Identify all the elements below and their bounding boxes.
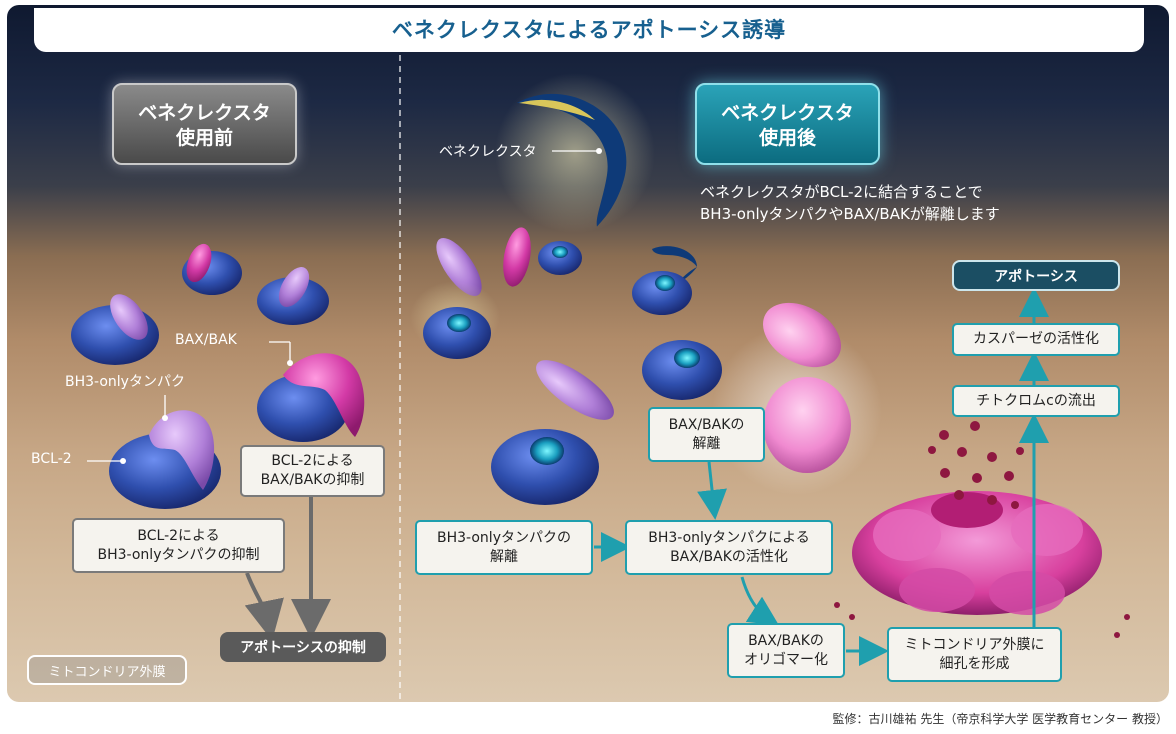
venclexta-drug [495,73,655,233]
bcl2-complex-small-2 [182,243,242,295]
baxbak-free-1 [503,227,531,287]
before-label-text: ベネクレクスタ 使用前 [138,102,271,149]
label-bh3-only: BH3-onlyタンパク [65,374,185,390]
after-description: ベネクレクスタがBCL-2に結合することで BH3-onlyタンパクやBAX/B… [700,183,1000,223]
label-bcl2: BCL-2 [31,451,72,467]
after-label-text: ベネクレクスタ 使用後 [721,102,854,149]
label-before-venclexta: ベネクレクスタ 使用前 [112,83,297,165]
arrow-left-1 [244,572,284,641]
mito-pore [852,491,1102,615]
box-pore-formation: ミトコンドリア外膜に 細孔を形成 [887,627,1062,682]
box-bcl2-inhibits-baxbak: BCL-2による BAX/BAKの抑制 [240,445,385,497]
bh3-free-2 [536,360,614,420]
bcl2-bound-5 [491,429,599,505]
bcl2-complex-bh3 [109,410,221,509]
diagram-stage: ベネクレクスタによるアポトーシス誘導 ベネクレクスタ 使用前 ベネクレクスタ 使… [7,5,1169,702]
illustration-layer [71,55,1130,702]
box-bh3-release: BH3-onlyタンパクの 解離 [415,520,593,575]
box-baxbak-oligomer: BAX/BAKの オリゴマー化 [727,623,845,678]
bcl2-complex-baxbak [257,353,365,442]
bcl2-bound-3 [632,271,692,315]
bcl2-bound-1 [538,241,582,275]
bcl2-complex-small-1 [71,294,159,365]
box-cytochrome-c-release: チトクロムcの流出 [952,385,1120,417]
box-caspase-activation: カスパーゼの活性化 [952,323,1120,356]
bcl2-bound-2 [410,281,500,359]
arrow-activation-to-oligomer [740,576,780,626]
box-apoptosis: アポトーシス [952,260,1120,291]
page-title: ベネクレクスタによるアポトーシス誘導 [34,8,1144,52]
supervisor-credit: 監修：古川雄祐 先生（帝京科学大学 医学教育センター 教授） [832,712,1168,726]
bcl2-complex-small-3 [257,267,329,325]
bh3-free-1 [436,238,482,296]
label-baxbak: BAX/BAK [175,332,237,348]
box-apoptosis-suppressed: アポトーシスの抑制 [220,632,386,662]
box-baxbak-activation: BH3-onlyタンパクによる BAX/BAKの活性化 [625,520,833,575]
box-bcl2-inhibits-bh3: BCL-2による BH3-onlyタンパクの抑制 [72,518,285,573]
box-baxbak-release: BAX/BAKの 解離 [648,407,765,462]
baxbak-activated [712,302,882,495]
label-mitochondrial-outer-membrane: ミトコンドリア外膜 [27,655,187,685]
arrow-bax-to-activation [697,461,727,520]
label-after-venclexta: ベネクレクスタ 使用後 [695,83,880,165]
label-venclexta: ベネクレクスタ [439,144,537,160]
bcl2-bound-4 [642,340,722,400]
